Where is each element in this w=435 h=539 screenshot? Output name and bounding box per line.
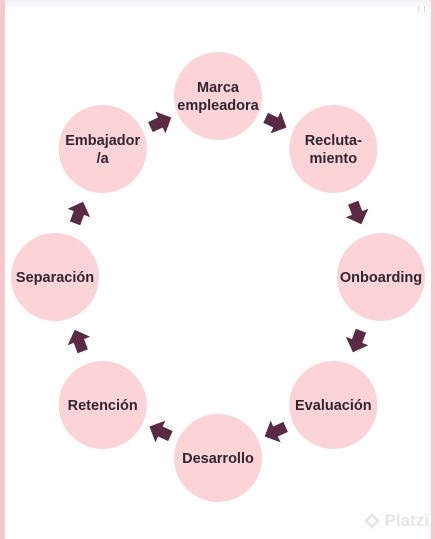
node-circle-embajador (58, 105, 147, 193)
arrow-icon (149, 420, 173, 443)
node-circle-evaluacion (289, 361, 378, 449)
node-circle-desarrollo (174, 414, 262, 502)
arrow-embajador-to-marca (148, 111, 172, 134)
node-retencion: Retención (58, 361, 147, 449)
arrow-onboarding-to-evaluacion (345, 328, 369, 353)
watermark-text: Platzi (384, 511, 429, 530)
arrow-reclutamiento-to-onboarding (345, 200, 369, 225)
arrow-separacion-to-embajador (67, 201, 91, 226)
arrow-icon (263, 111, 287, 134)
arrow-marca-to-reclutamiento (263, 111, 287, 134)
node-marca: Marca empleadora (174, 52, 262, 140)
node-label-marca-line-1: Marca (197, 80, 240, 96)
watermark: Platzi (363, 511, 429, 531)
arrow-desarrollo-to-retencion (149, 420, 173, 443)
node-label-retencion-line-1: Retención (68, 398, 138, 414)
node-label-reclutamiento-line-1: Recluta- (305, 133, 362, 149)
arrow-evaluacion-to-desarrollo (264, 420, 288, 443)
platzi-logo-icon (363, 513, 380, 529)
node-label-reclutamiento-line-2: miento (310, 151, 358, 167)
arrow-icon (67, 329, 91, 354)
node-desarrollo: Desarrollo (174, 414, 262, 502)
node-label-embajador-line-2: /a (97, 151, 110, 167)
node-evaluacion: Evaluación (289, 361, 378, 449)
node-circle-separacion (11, 233, 99, 321)
arrow-icon (148, 111, 172, 134)
arrow-icon (264, 420, 288, 443)
arrow-retencion-to-separacion (67, 329, 91, 354)
node-reclutamiento: Recluta-miento (289, 105, 378, 193)
node-circle-reclutamiento (289, 105, 378, 193)
left-border (0, 0, 5, 539)
top-edge (0, 0, 435, 8)
node-label-marca-line-2: empleadora (177, 98, 259, 114)
node-separacion: Separación (11, 233, 99, 321)
node-label-onboarding-line-1: Onboarding (340, 270, 422, 286)
right-border (431, 0, 435, 539)
arrow-icon (67, 201, 91, 226)
arrow-icon (345, 200, 369, 225)
node-onboarding: Onboarding (337, 233, 425, 321)
corner-mark (418, 6, 425, 12)
node-label-separacion-line-1: Separación (16, 270, 94, 286)
node-label-desarrollo-line-1: Desarrollo (182, 451, 254, 467)
node-label-embajador-line-1: Embajador (65, 133, 140, 149)
node-circle-retencion (58, 361, 147, 449)
node-embajador: Embajador/a (58, 105, 147, 193)
node-circle-marca (174, 52, 262, 140)
node-label-evaluacion-line-1: Evaluación (295, 398, 372, 414)
node-circle-onboarding (337, 233, 425, 321)
arrow-icon (345, 328, 369, 353)
